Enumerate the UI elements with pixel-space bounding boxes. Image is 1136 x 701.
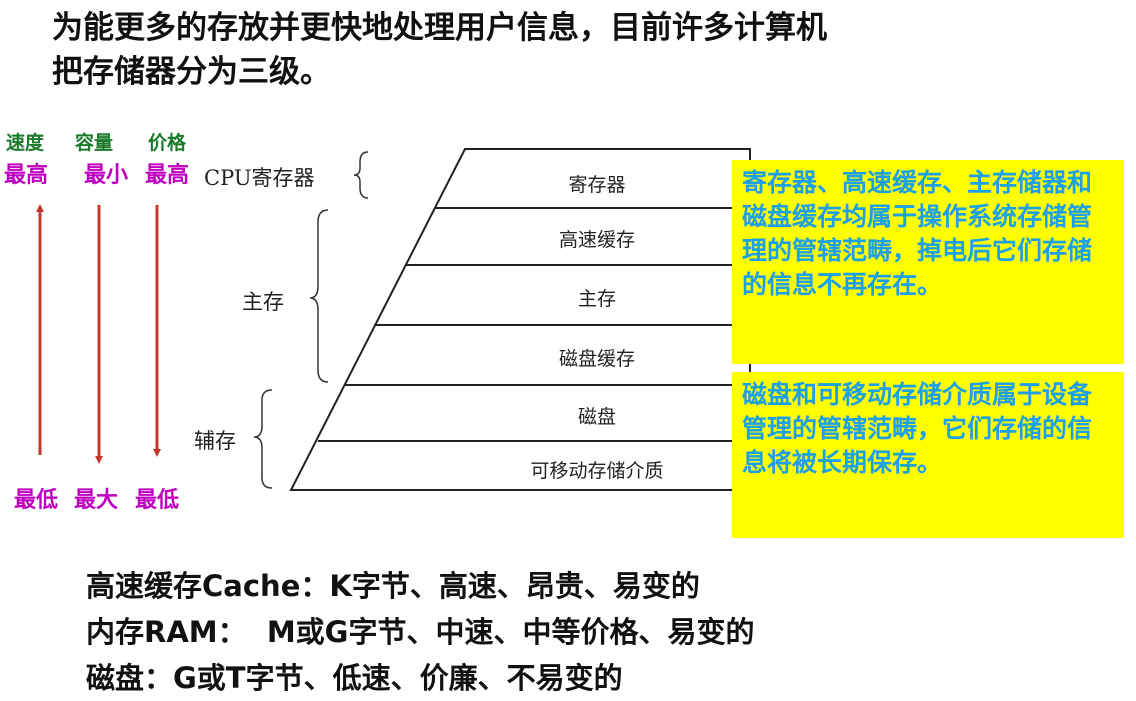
level-disk-cache: 磁盘缓存 [558, 348, 635, 370]
metric-top-speed: 最高 [4, 163, 49, 188]
metric-bottom-speed: 最低 [14, 488, 59, 513]
summary-cache: 高速缓存Cache：K字节、高速、昂贵、易变的 [86, 569, 700, 603]
metric-bottom-capacity: 最大 [74, 488, 119, 513]
summary-disk: 磁盘：G或T字节、低速、价廉、不易变的 [86, 661, 623, 695]
metric-header-capacity: 容量 [75, 132, 114, 154]
brace-cpu [353, 151, 369, 199]
metric-bottom-price: 最低 [135, 488, 180, 513]
note-device-storage: 磁盘和可移动存储介质属于设备管理的管辖范畴，它们存储的信息将被长期保存。 [732, 372, 1124, 538]
metric-top-capacity: 最小 [84, 163, 129, 188]
category-main: 主存 [242, 290, 284, 314]
pyramid-outline [289, 148, 751, 491]
level-register: 寄存器 [568, 174, 626, 196]
level-cache: 高速缓存 [558, 229, 635, 251]
note-os-memory: 寄存器、高速缓存、主存储器和磁盘缓存均属于操作系统存储管理的管辖范畴，掉电后它们… [732, 160, 1124, 364]
brace-main [309, 209, 329, 383]
title-line-1: 为能更多的存放并更快地处理用户信息，目前许多计算机 [52, 10, 827, 46]
level-removable-media: 可移动存储介质 [530, 460, 664, 482]
category-cpu: CPU寄存器 [204, 166, 315, 190]
page-title: 为能更多的存放并更快地处理用户信息，目前许多计算机 把存储器分为三级。 [52, 6, 1052, 94]
metric-top-price: 最高 [145, 163, 190, 188]
level-disk: 磁盘 [577, 406, 616, 428]
title-line-2: 把存储器分为三级。 [52, 54, 331, 90]
level-main-memory: 主存 [577, 288, 616, 310]
metric-header-speed: 速度 [6, 132, 45, 154]
summary-ram: 内存RAM： M或G字节、中速、中等价格、易变的 [86, 615, 755, 649]
brace-aux [253, 389, 273, 489]
metric-header-price: 价格 [148, 132, 187, 154]
category-aux: 辅存 [194, 429, 236, 453]
